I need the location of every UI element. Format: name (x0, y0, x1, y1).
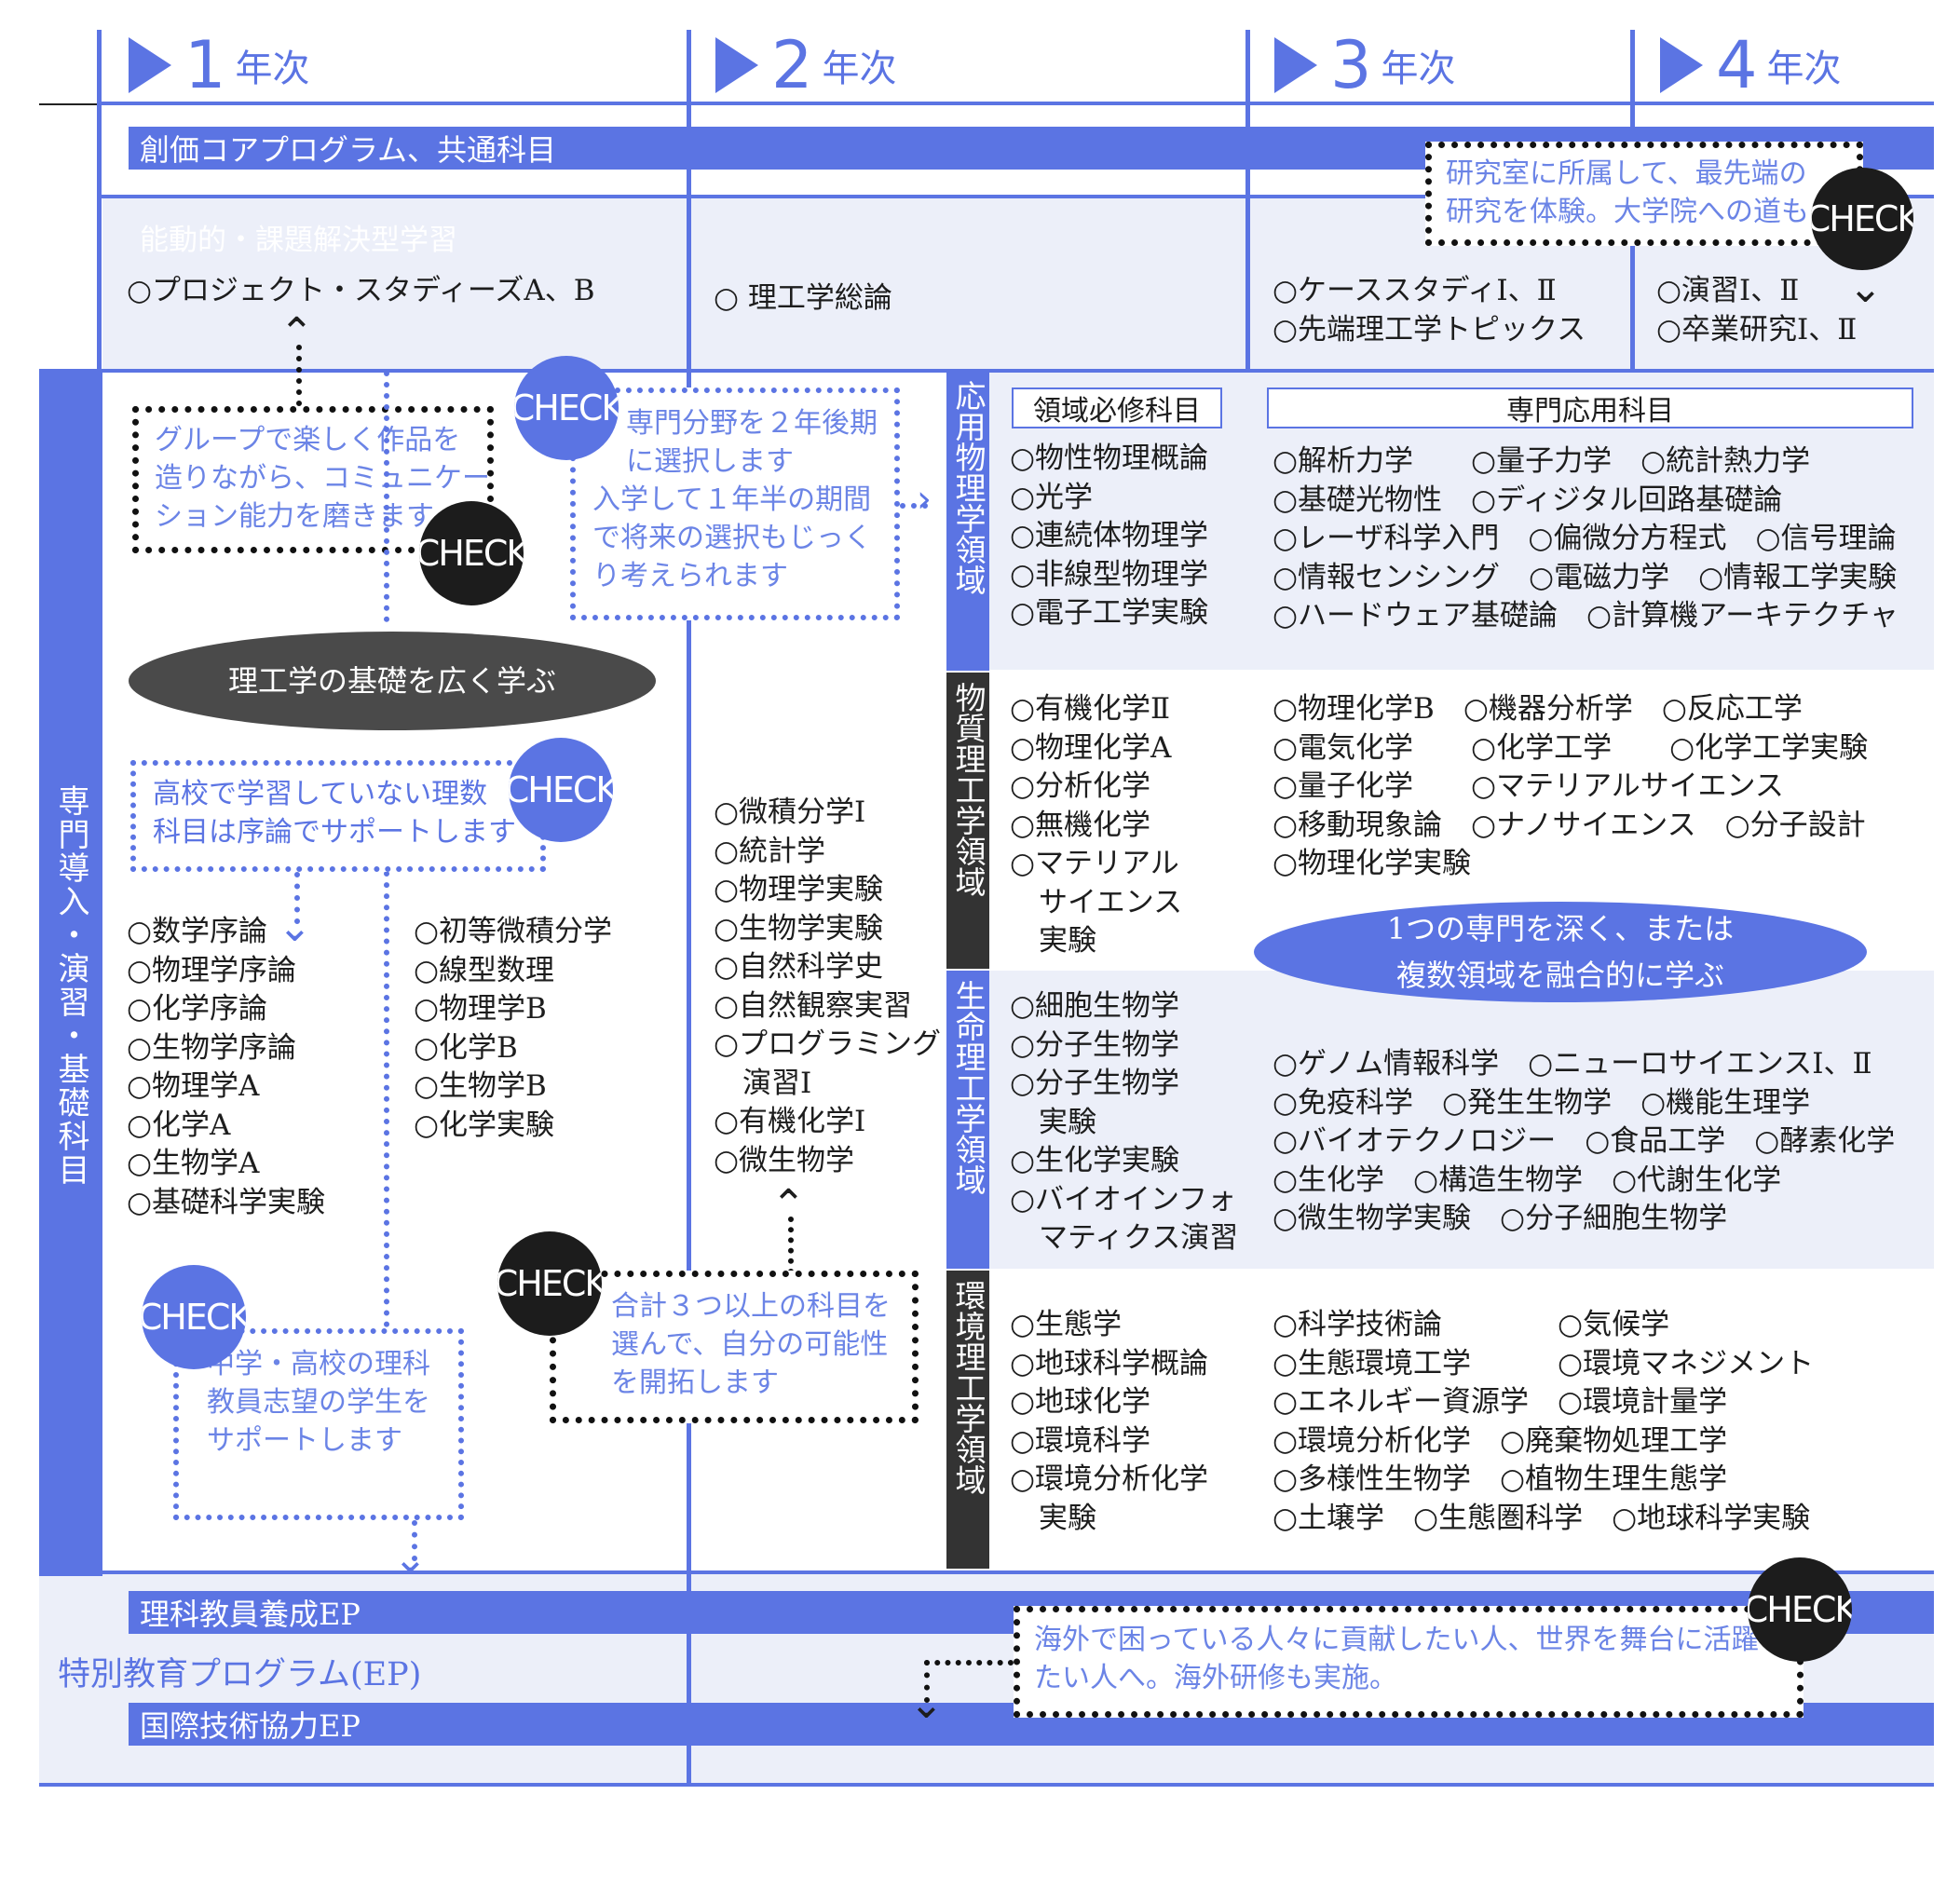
arrow-down-icon: ⌄ (278, 904, 312, 951)
callout-lab (1425, 142, 1863, 246)
check-badge-lab: CHECK (1811, 168, 1913, 270)
arrow-up-icon: ⌃ (279, 309, 314, 357)
year-1-header: 1 年次 (129, 27, 310, 103)
materials-required-courses: ○有機化学Ⅱ○物理化学A○分析化学○無機化学 ○マテリアル サイエンス 実験 (1010, 692, 1183, 958)
header-required: 領域必修科目 (1012, 388, 1222, 428)
check-badge-group: CHECK (419, 501, 524, 605)
play-triangle-icon (1274, 37, 1317, 93)
play-triangle-icon (715, 37, 758, 93)
check-badge-overseas: CHECK (1748, 1557, 1852, 1662)
year-2-header: 2 年次 (715, 27, 897, 103)
grid-line-y2 (687, 30, 691, 1787)
domain-life-label: 生命理工学領域 (946, 971, 989, 1269)
year-4-header: 4 年次 (1660, 27, 1842, 103)
life-required-courses: ○細胞生物学○分子生物学○分子生物学 実験 ○生化学実験○バイオインフォ マティ… (1010, 989, 1239, 1255)
year2-course-list: ○微積分学Ⅰ○統計学○物理学実験○生物学実験○自然科学史 ○自然観察実習○プログ… (714, 795, 942, 1177)
callout-three (550, 1271, 919, 1423)
callout-overseas (1014, 1606, 1803, 1718)
year-3-header: 3 年次 (1274, 27, 1456, 103)
materials-applied-courses: ○物理化学B ○機器分析学 ○反応工学○電気化学 ○化学工学 ○化学工学実験○量… (1273, 692, 1869, 880)
rule-special-top (39, 1570, 1934, 1574)
callout-choose-text: 専門分野を２年後期に選択します 入学して１年半の期間で将来の選択もじっくり考えら… (592, 407, 878, 592)
header-applied: 専門応用科目 (1267, 388, 1913, 428)
environment-applied-courses: ○科学技術論 ○気候学○生態環境工学 ○環境マネジメント○エネルギー資源学 ○環… (1273, 1308, 1815, 1535)
connector-y1-left (384, 371, 389, 622)
year1-course-list-b: ○初等微積分学○線型数理○物理学B ○化学B○生物学B○化学実験 (414, 915, 613, 1142)
play-triangle-icon (129, 37, 171, 93)
domain-materials-label: 物質理工学領域 (946, 673, 989, 969)
environment-required-courses: ○生態学○地球科学概論○地球化学 ○環境科学○環境分析化学 実験 (1010, 1308, 1209, 1535)
play-triangle-icon (1660, 37, 1703, 93)
connector-teacher-down (412, 1520, 417, 1561)
check-badge-three: CHECK (497, 1231, 602, 1336)
callout-support-text: 高校で学習していない理数科目は序論でサポートします (153, 778, 516, 849)
domain-environment-label: 環境理工学領域 (946, 1271, 989, 1569)
year4-active-courses: ○演習Ⅰ、Ⅱ○卒業研究Ⅰ、Ⅱ (1656, 274, 1858, 347)
basics-pill: 理工学の基礎を広く学ぶ (129, 632, 656, 730)
left-band-label: 専門導入・演習・基礎科目 (52, 784, 89, 1187)
callout-three-text: 合計３つ以上の科目を選んで、自分の可能性を開拓します (611, 1290, 891, 1399)
connector-y1-right (384, 871, 389, 1327)
arrow-down-icon: ⌄ (393, 1535, 428, 1583)
callout-group (132, 406, 494, 553)
physics-required-courses: ○物性物理概論○光学○連続体物理学○非線型物理学○電子工学実験 (1010, 442, 1209, 630)
course-project-studies: ○プロジェクト・スタディーズA、B (127, 274, 595, 307)
special-program-label: 特別教育プログラム(EP) (58, 1656, 422, 1693)
check-badge-choose: CHECK (514, 356, 619, 460)
connector-three-up (788, 1217, 794, 1274)
course-science-overview: ○ 理工学総論 (714, 281, 892, 315)
header-rule-left (39, 103, 97, 105)
grid-line-y3 (1245, 30, 1250, 371)
connector-overseas-left (924, 1660, 1014, 1666)
callout-support (130, 760, 546, 872)
rule-active (97, 195, 1934, 198)
check-badge-teacher: CHECK (142, 1265, 246, 1369)
physics-applied-courses: ○解析力学 ○量子力学 ○統計熱力学○基礎光物性 ○ディジタル回路基礎論○レーザ… (1273, 444, 1899, 632)
domain-life-panel (989, 971, 1934, 1269)
header-rule (97, 102, 1934, 105)
deep-pill: 1つの専門を深く、または複数領域を融合的に学ぶ (1254, 902, 1867, 1002)
year3-active-courses: ○ケーススタディⅠ、Ⅱ○先端理工学トピックス (1273, 274, 1586, 347)
domain-physics-label: 応用物理学領域 (946, 371, 989, 671)
arrow-down-icon: ⌄ (1848, 265, 1883, 312)
rule-special-bottom (39, 1783, 1934, 1787)
callout-lab-text: 研究室に所属して、最先端の研究を体験。大学院への道も (1446, 157, 1809, 228)
grid-line-y1 (97, 30, 102, 371)
connector-choose-right (900, 503, 928, 509)
arrow-down-icon: ⌄ (909, 1680, 944, 1728)
life-applied-courses: ○ゲノム情報科学 ○ニューロサイエンスⅠ、Ⅱ○免疫科学 ○発生生物学 ○機能生理… (1273, 1047, 1896, 1235)
callout-teacher-text: 中学・高校の理科教員志望の学生をサポートします (207, 1348, 430, 1457)
callout-choose (570, 388, 900, 620)
connector-group-up (296, 345, 302, 406)
connector-overseas-down (924, 1660, 930, 1703)
active-learning-label: 能動的・課題解決型学習 (140, 224, 457, 257)
left-band (39, 371, 102, 1576)
arrow-right-icon: › (917, 478, 932, 521)
callout-overseas-text: 海外で困っている人々に貢献したい人、世界を舞台に活躍したい人へ。海外研修も実施。 (1034, 1624, 1788, 1694)
connector-support-down (294, 872, 300, 924)
check-badge-support: CHECK (509, 738, 613, 842)
year1-course-list-a: ○数学序論○物理学序論○化学序論○生物学序論 ○物理学A○化学A○生物学A○基礎… (127, 915, 326, 1219)
